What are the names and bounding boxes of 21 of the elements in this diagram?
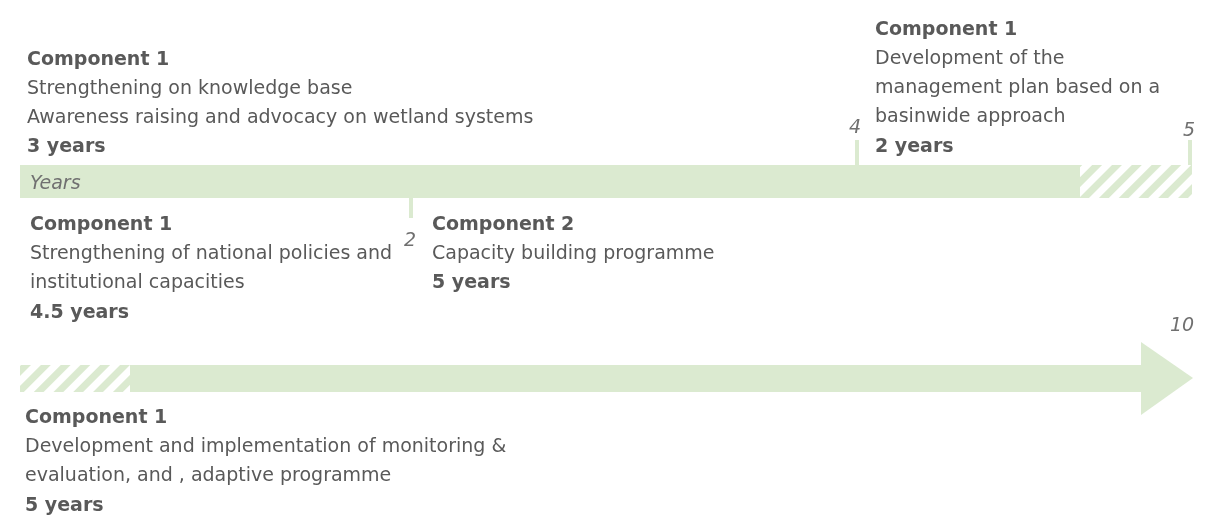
duration-text: 4.5 years (30, 299, 130, 324)
component-heading: Component 1 (30, 211, 173, 236)
duration-text: 2 years (875, 133, 954, 158)
component-heading: Component 2 (432, 211, 575, 236)
axis-label: Years (30, 170, 81, 195)
duration-text: 5 years (432, 269, 511, 294)
tick-number: 4 (849, 114, 862, 139)
duration-text: 5 years (25, 492, 104, 516)
tick-number: 5 (1183, 117, 1196, 142)
description-text: Awareness raising and advocacy on wetland systems (27, 104, 534, 129)
description-text: Strengthening on knowledge base (27, 75, 353, 100)
description-text: Capacity building programme (432, 240, 715, 265)
duration-text: 3 years (27, 133, 106, 158)
tick-number: 10 (1170, 312, 1195, 337)
component-heading: Component 1 (27, 46, 170, 71)
tick-number: 2 (404, 227, 417, 252)
description-text: Development of the management plan based on a basinwide approach (875, 45, 1162, 128)
description-text: Development and implementation of monitoring & evaluation, and , adaptive programme (25, 433, 508, 487)
component-heading: Component 1 (875, 16, 1018, 41)
description-text: Strengthening of national policies and institutional capacities (30, 240, 394, 294)
component-heading: Component 1 (25, 404, 168, 429)
